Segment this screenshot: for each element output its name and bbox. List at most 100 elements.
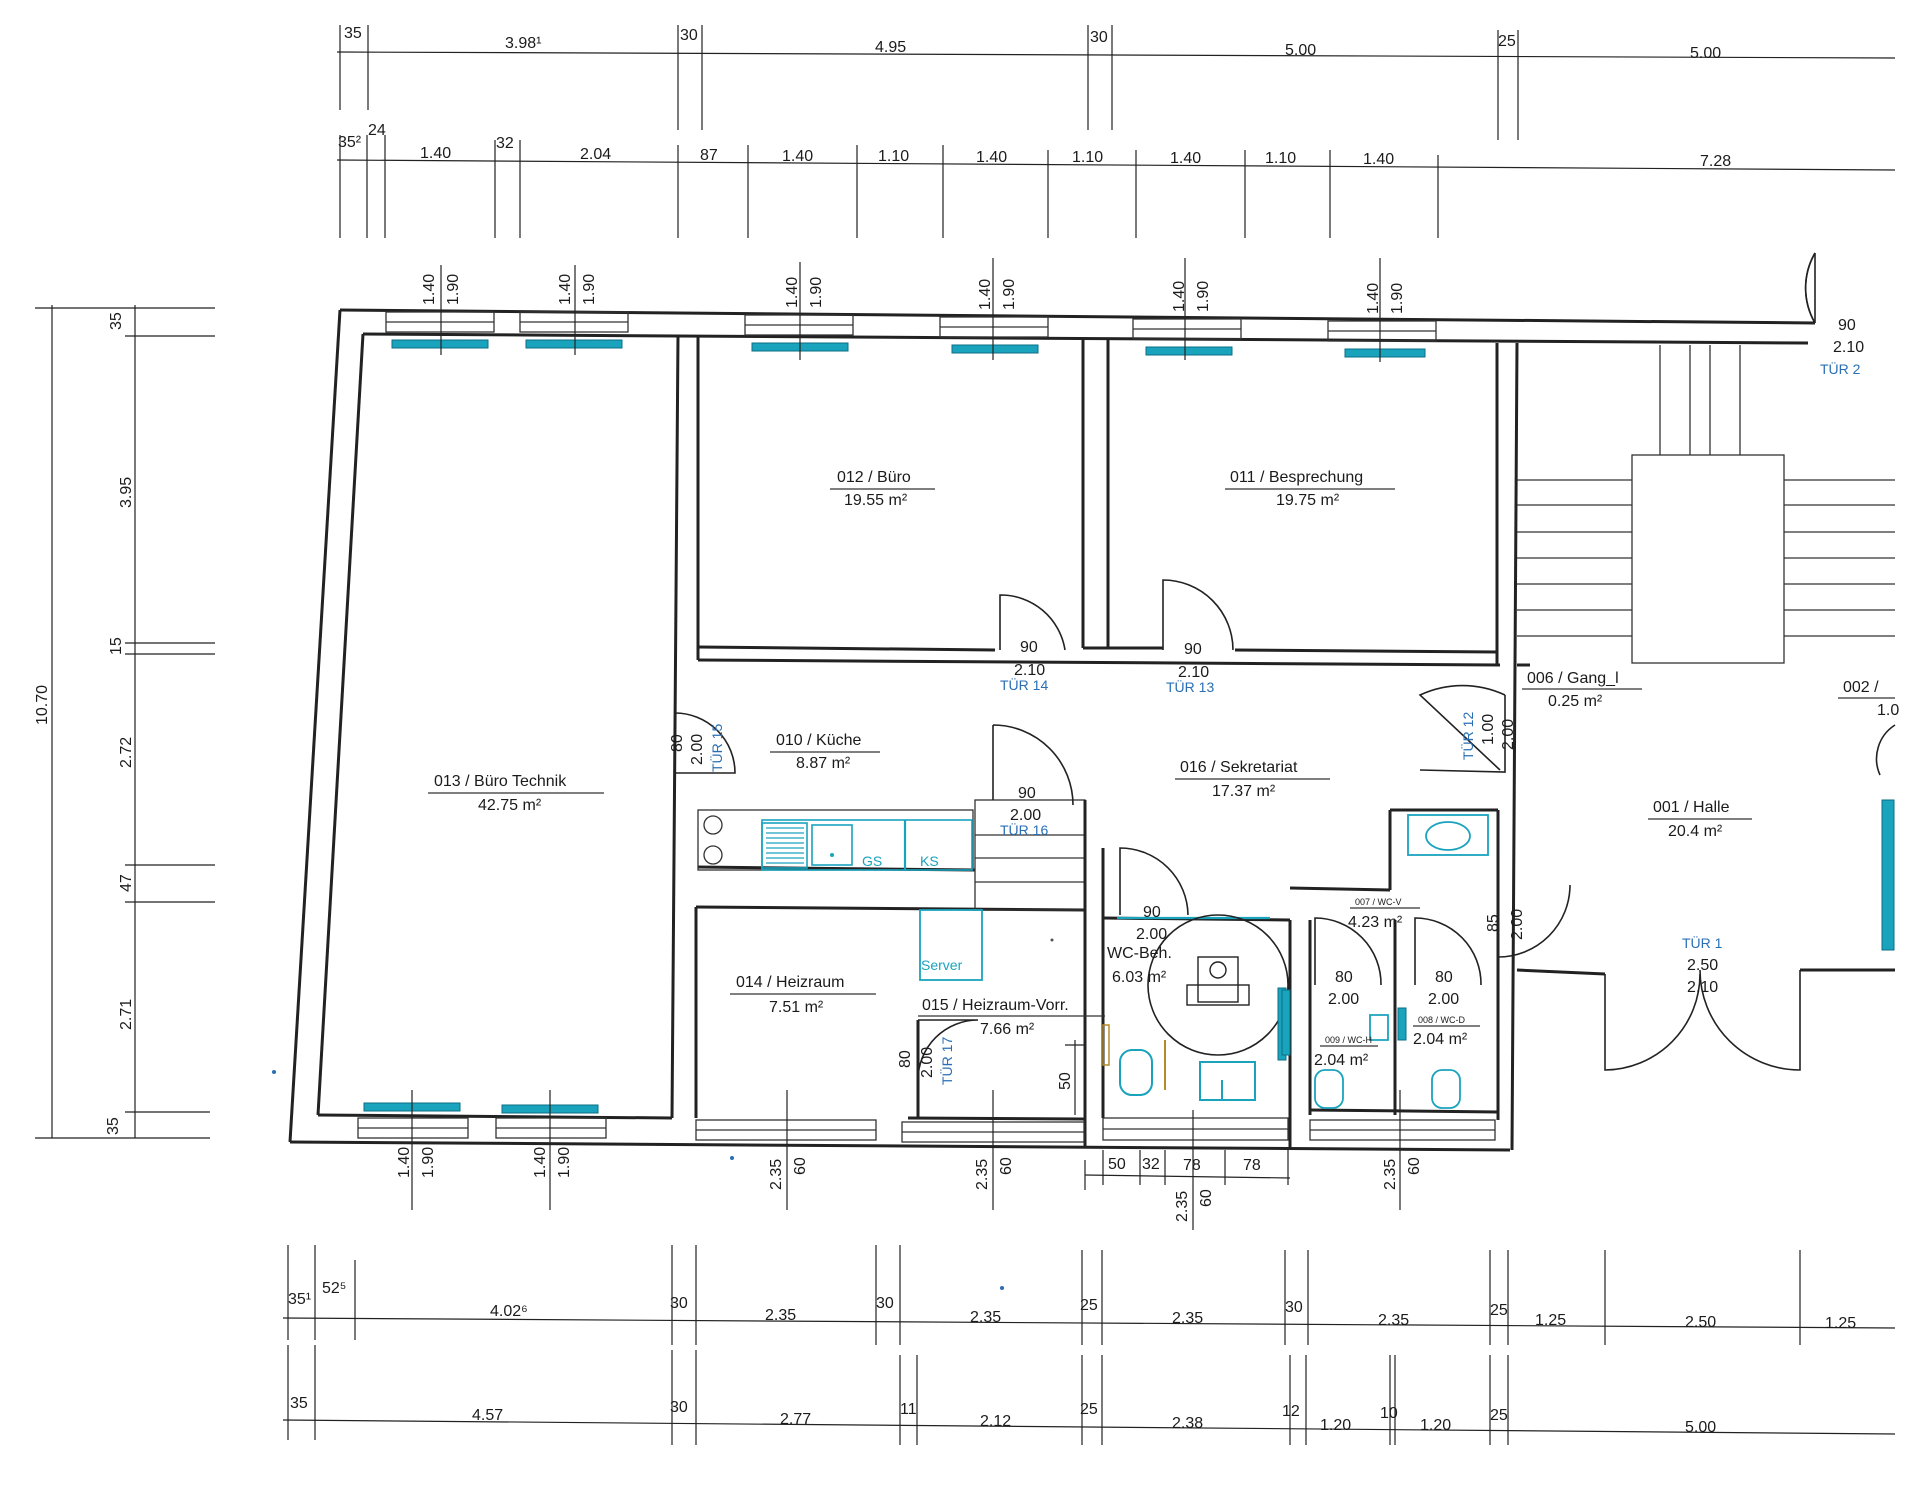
top-dim-label: 32 xyxy=(496,135,514,152)
room-area: 4.23 m² xyxy=(1348,914,1403,931)
bottom-dim-label: 2.35 xyxy=(970,1309,1001,1326)
room-area: 20.4 m² xyxy=(1668,823,1723,840)
door-height: 2.10 xyxy=(1833,339,1864,356)
window-width: 1.40 xyxy=(1171,281,1188,312)
door-width: 80 xyxy=(1335,969,1353,986)
top-dim-label: 2.04 xyxy=(580,146,611,163)
top-dim-label: 24 xyxy=(368,122,386,139)
door-width: 90 xyxy=(1018,785,1036,802)
bottom-dim-label: 25 xyxy=(1080,1401,1098,1418)
bottom-dim-label: 2.35 xyxy=(1172,1310,1203,1327)
room-name: 015 / Heizraum-Vorr. xyxy=(922,997,1069,1014)
bottom-dim-label: 25 xyxy=(1490,1302,1508,1319)
window-width: 1.40 xyxy=(557,274,574,305)
room-area: 7.66 m² xyxy=(980,1021,1035,1038)
room-name: 007 / WC-V xyxy=(1355,897,1402,907)
top-dim-label: 1.40 xyxy=(782,148,813,165)
left-dim-label: 15 xyxy=(108,637,125,655)
door-height: 2.00 xyxy=(919,1047,936,1078)
bottom-dim-label: 2.77 xyxy=(780,1411,811,1428)
top-dim-label: 25 xyxy=(1498,33,1516,50)
bottom-dim-label: 35¹ xyxy=(288,1291,311,1308)
bottom-dim-label: 1.25 xyxy=(1825,1315,1856,1332)
sill-height-label: 50 xyxy=(1057,1072,1074,1090)
wc-dim-label: 78 xyxy=(1243,1157,1261,1174)
wc-dim-label: 78 xyxy=(1183,1157,1201,1174)
top-dim-label: 1.40 xyxy=(976,149,1007,166)
room-area: 0.25 m² xyxy=(1548,693,1603,710)
left-dim-label: 2.72 xyxy=(118,737,135,768)
room-name: WC-Beh. xyxy=(1107,945,1172,962)
top-dim-label: 1.40 xyxy=(1170,150,1201,167)
room-name: 014 / Heizraum xyxy=(736,974,845,991)
room-name: 008 / WC-D xyxy=(1418,1015,1466,1025)
window-width: 1.40 xyxy=(1365,283,1382,314)
room-name: 012 / Büro xyxy=(837,469,911,486)
top-dim-label: 3.98¹ xyxy=(505,35,541,52)
door-height: 2.00 xyxy=(1500,719,1517,750)
wc-dimension-chain: 50 32 78 78 xyxy=(1084,1150,1291,1185)
room-area: 7.51 m² xyxy=(769,999,824,1016)
door-label: TÜR 17 xyxy=(938,1037,955,1085)
bottom-dim-label: 4.57 xyxy=(472,1407,503,1424)
scan-specks xyxy=(272,938,1054,1290)
door-labels: 90 2.10 TÜR 14 90 2.10 TÜR 13 90 2.10 TÜ… xyxy=(669,317,1864,1085)
window-height: 1.90 xyxy=(420,1147,437,1178)
door-label: TÜR 1 xyxy=(1682,934,1723,951)
top-dim-label: 5.00 xyxy=(1285,42,1316,59)
wc-dim-label: 50 xyxy=(1108,1156,1126,1173)
building-walls xyxy=(288,308,1895,1152)
room-area: 19.55 m² xyxy=(844,492,908,509)
door-height: 2.00 xyxy=(1428,991,1459,1008)
door-width: 80 xyxy=(1435,969,1453,986)
door-height: 2.00 xyxy=(1328,991,1359,1008)
door-width: 85 xyxy=(1485,914,1502,932)
window-height: 1.90 xyxy=(445,274,462,305)
window-sill-a: 2.35 xyxy=(1382,1159,1399,1190)
doors xyxy=(674,252,1896,1081)
door-width: 1.00 xyxy=(1480,714,1497,745)
window-height: 1.90 xyxy=(1195,281,1212,312)
bottom-dim-label: 30 xyxy=(670,1399,688,1416)
kitchen-unit: GS KS xyxy=(697,809,974,871)
top-dim-label: 30 xyxy=(680,27,698,44)
room-area: 6.03 m² xyxy=(1112,969,1167,986)
bottom-dim-label: 30 xyxy=(876,1295,894,1312)
door-label: TÜR 2 xyxy=(1820,360,1861,377)
top-dim-label: 35 xyxy=(344,25,362,42)
window-height: 1.90 xyxy=(556,1147,573,1178)
door-width: 80 xyxy=(897,1050,914,1068)
left-dim-label: 10.70 xyxy=(34,685,51,725)
room-name: 011 / Besprechung xyxy=(1230,469,1363,486)
window-sill-b: 60 xyxy=(1198,1189,1215,1207)
room-area: 2.04 m² xyxy=(1413,1031,1468,1048)
bottom-dim-label: 25 xyxy=(1490,1407,1508,1424)
server-label: Server xyxy=(921,957,963,973)
bottom-dimension-chain-2: 35 4.57 30 2.77 11 2.12 25 2.38 12 1.20 … xyxy=(282,1345,1896,1445)
top-dim-label: 5.00 xyxy=(1690,45,1721,62)
top-dim-label: 4.95 xyxy=(875,39,906,56)
room-area: 17.37 m² xyxy=(1212,783,1276,800)
window-sill-a: 2.35 xyxy=(1174,1191,1191,1222)
top-dim-label: 1.10 xyxy=(878,148,909,165)
door-height: 2.00 xyxy=(689,734,706,765)
bottom-dim-label: 1.25 xyxy=(1535,1312,1566,1329)
door-label: TÜR 15 xyxy=(708,724,725,772)
top-dim-label: 1.10 xyxy=(1265,150,1296,167)
room-name: 006 / Gang_l xyxy=(1527,670,1619,687)
door-height: 2.00 xyxy=(1136,926,1167,943)
window-width: 1.40 xyxy=(784,277,801,308)
wc-dim-label: 32 xyxy=(1142,1156,1160,1173)
bottom-dim-label: 10 xyxy=(1380,1405,1398,1422)
bottom-dim-label: 2.38 xyxy=(1172,1415,1203,1432)
staircase xyxy=(1517,345,1895,664)
bottom-dim-label: 30 xyxy=(1285,1299,1303,1316)
window-height: 1.90 xyxy=(808,277,825,308)
fridge-label: KS xyxy=(920,853,939,869)
room-name: 009 / WC-H xyxy=(1325,1035,1372,1045)
room-area: 1.0 xyxy=(1877,702,1899,719)
window-width: 1.40 xyxy=(532,1147,549,1178)
bottom-dim-label: 1.20 xyxy=(1420,1417,1451,1434)
room-area: 2.04 m² xyxy=(1314,1052,1369,1069)
